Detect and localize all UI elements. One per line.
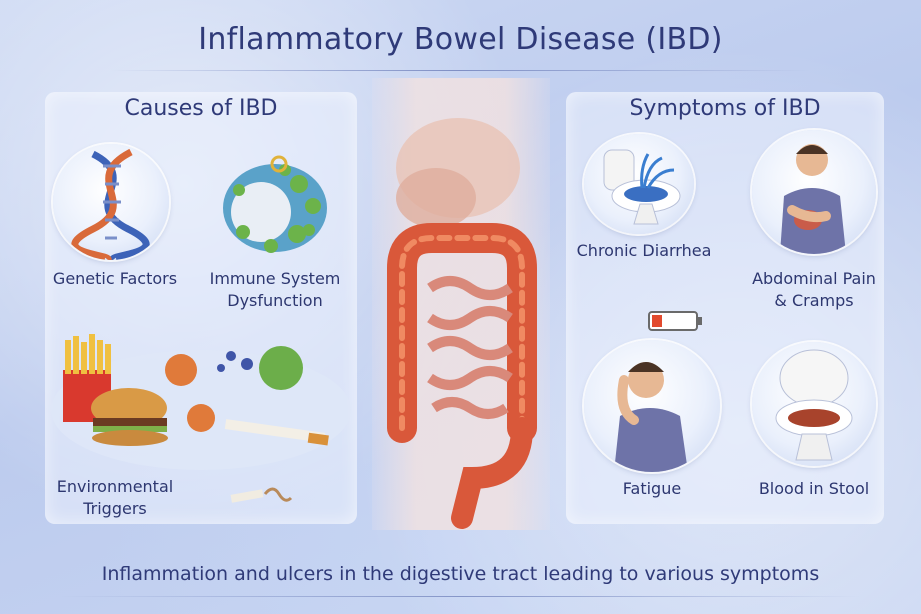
blood-in-toilet-icon — [752, 342, 876, 466]
toilet-splash-icon — [584, 134, 694, 234]
low-battery-icon — [648, 310, 704, 332]
causes-panel: Causes of IBD Genetic Factors — [45, 92, 357, 524]
cigarette-butt-icon — [225, 480, 295, 516]
abdominal-pain-label: Abdominal Pain & Cramps — [736, 268, 892, 312]
immune-label-line2: Dysfunction — [227, 291, 323, 310]
title-divider — [110, 70, 810, 71]
digestive-tract-panel — [372, 78, 550, 530]
digestive-tract-icon — [387, 118, 537, 529]
footer-caption: Inflammation and ulcers in the digestive… — [101, 563, 820, 585]
blood-in-stool-label: Blood in Stool — [758, 479, 870, 498]
causes-heading: Causes of IBD — [124, 96, 278, 121]
fatigue-label: Fatigue — [622, 479, 682, 498]
environmental-label-line2: Triggers — [83, 499, 147, 518]
abdominal-pain-man-icon — [752, 130, 876, 254]
dna-icon — [53, 144, 169, 260]
abdominal-label-line1: Abdominal Pain — [752, 269, 876, 288]
environmental-triggers-label: Environmental Triggers — [45, 476, 185, 520]
immune-system-label: Immune System Dysfunction — [195, 268, 355, 312]
immune-cells-icon — [213, 150, 337, 260]
symptoms-panel: Symptoms of IBD Chronic Diarrhea Abdomin… — [566, 92, 884, 524]
page-title: Inflammatory Bowel Disease (IBD) — [198, 22, 723, 57]
fatigue-man-icon — [584, 340, 720, 472]
genetic-factors-label: Genetic Factors — [52, 269, 178, 288]
environmental-triggers-icon — [51, 330, 351, 470]
environmental-label-line1: Environmental — [56, 477, 174, 496]
immune-label-line1: Immune System — [209, 269, 341, 288]
footer-divider — [60, 596, 860, 597]
chronic-diarrhea-label: Chronic Diarrhea — [576, 241, 712, 260]
symptoms-heading: Symptoms of IBD — [629, 96, 821, 121]
abdominal-label-line2: & Cramps — [774, 291, 854, 310]
